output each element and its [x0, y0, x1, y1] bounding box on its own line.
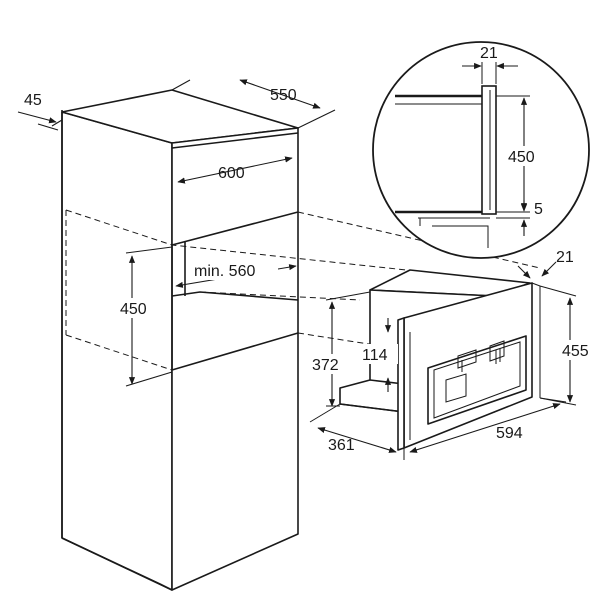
app-361-ext	[309, 403, 341, 423]
dim-550-ext-left	[171, 79, 191, 91]
dim-600-line	[177, 156, 293, 184]
dim-45-tick	[51, 119, 63, 127]
cabinet: 45 550 600 450 min. 560	[17, 79, 541, 591]
dim-niche-450-ext-bottom	[125, 371, 173, 387]
app-21-arrow-left	[517, 265, 531, 279]
app-594-ext-right	[539, 397, 567, 403]
app-372-label: 372	[312, 357, 339, 374]
appliance-spout-left	[457, 349, 477, 369]
dim-550-line	[239, 79, 321, 109]
cabinet-lower-front	[171, 332, 299, 591]
dim-niche-450-label: 450	[120, 301, 147, 318]
detail-450-label: 450	[508, 149, 535, 166]
app-594-label: 594	[496, 425, 523, 442]
app-372-bg	[310, 354, 350, 374]
dim-550-label: 550	[270, 87, 297, 104]
niche-floor-line	[171, 291, 299, 301]
app-594-line	[409, 403, 561, 453]
cabinet-top-edge	[171, 132, 299, 149]
app-361-label: 361	[328, 437, 355, 454]
dim-niche-450-ext-top	[125, 246, 173, 254]
appliance-tray-edge	[339, 403, 405, 413]
dim-45-label: 45	[24, 92, 42, 109]
appliance-front-depth	[531, 282, 541, 287]
cabinet-foot	[61, 537, 173, 591]
dim-560-bg	[192, 260, 278, 280]
dim-45-ext	[37, 123, 59, 131]
app-21-arrow-right	[541, 261, 557, 277]
appliance-front-side	[397, 317, 405, 451]
detail-5-label: 5	[534, 201, 543, 218]
dim-600-label: 600	[218, 165, 245, 182]
appliance-spout-right	[489, 340, 505, 362]
app-114-bg	[360, 344, 398, 364]
app-361-line	[317, 427, 397, 453]
appliance-cup	[445, 373, 467, 403]
dim-niche-450-bg	[118, 298, 158, 318]
app-372-ext-top	[325, 291, 371, 301]
app-114-label: 114	[362, 347, 388, 364]
cabinet-side-panel	[61, 111, 173, 591]
detail-21-label: 21	[480, 45, 498, 62]
detail-circle: 21 450 5	[372, 41, 590, 259]
dim-560-label: min. 560	[194, 263, 255, 280]
app-21-label: 21	[556, 249, 574, 266]
app-455-label: 455	[562, 343, 589, 360]
dim-45-arrow	[17, 111, 57, 124]
app-455-ext-top	[539, 285, 577, 297]
appliance-opening-inner	[433, 341, 521, 419]
app-455-bg	[560, 340, 598, 360]
detail-450-bg	[506, 146, 546, 166]
detail-base	[432, 225, 489, 248]
projection-right-top	[297, 211, 541, 269]
dim-550-ext-right	[297, 109, 336, 129]
detail-front-frame	[481, 85, 497, 215]
appliance: 21 455 594 372 114 361	[309, 249, 598, 460]
projection-bottom	[65, 334, 173, 371]
